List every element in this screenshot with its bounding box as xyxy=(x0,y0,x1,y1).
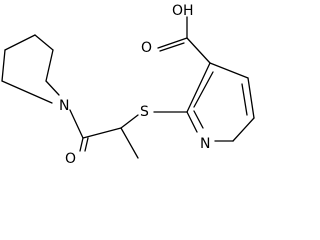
amide-oxygen-label: O xyxy=(65,151,76,167)
bond-cc-cd xyxy=(4,34,36,51)
bond-ch-methyl xyxy=(120,127,139,159)
bond-n-c2-inner xyxy=(193,110,204,129)
bond-ring-carboxyl xyxy=(186,37,211,64)
piperidine-nitrogen-label: N xyxy=(59,98,69,114)
ring-nitrogen-label: N xyxy=(200,136,210,152)
bond-s-ch xyxy=(120,114,139,129)
bond-cb-cc xyxy=(34,34,54,51)
acid-oxygen-label: O xyxy=(141,40,152,56)
pyridine-ring xyxy=(186,62,255,142)
bond-c3-c4 xyxy=(209,62,249,79)
bond-n-c2 xyxy=(186,111,198,133)
bond-c-o-amide-b xyxy=(84,137,89,152)
amide-group xyxy=(69,109,89,152)
chemical-structure: OH O N S N O xyxy=(1,3,255,167)
bond-c4-c5 xyxy=(247,77,255,119)
hydroxyl-label: OH xyxy=(172,3,194,19)
bond-c-o-double-a xyxy=(157,37,188,49)
bond-c2-c3-inner xyxy=(193,71,214,108)
bond-ce-n xyxy=(1,80,53,104)
carboxylic-acid-group xyxy=(157,16,211,64)
bond-c-o-double-b xyxy=(159,42,185,52)
bond-c2-c3 xyxy=(186,62,211,113)
bond-ch-carbonyl xyxy=(82,127,122,139)
bond-ca-cb xyxy=(45,49,54,82)
sulfur-label: S xyxy=(140,104,149,120)
bond-n-ca xyxy=(45,80,60,96)
bond-c-o-amide-a xyxy=(79,137,84,152)
bond-c5-c6 xyxy=(232,117,255,142)
bond-carbonyl-n xyxy=(69,109,84,139)
piperidine-ring xyxy=(1,34,60,104)
thioether-linker xyxy=(82,111,188,159)
bond-cd-ce xyxy=(1,49,6,82)
bond-c4-c5-inner xyxy=(241,83,248,116)
